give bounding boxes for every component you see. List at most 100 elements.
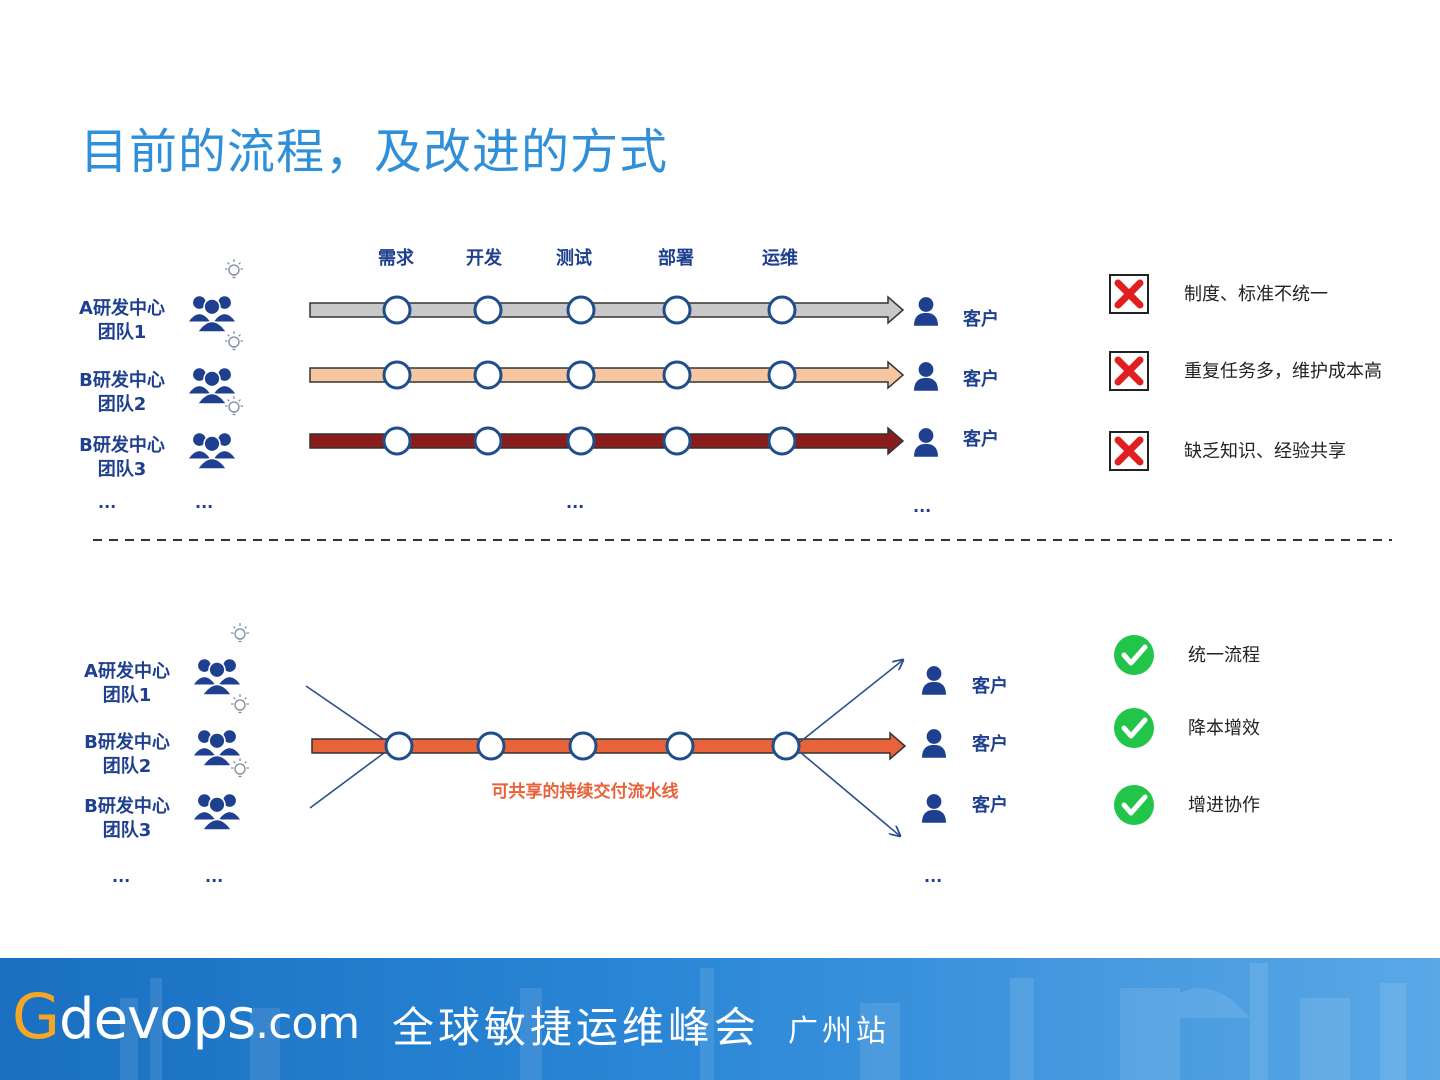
customer-label: 客户 bbox=[963, 368, 999, 390]
ellipsis: ... bbox=[112, 867, 130, 886]
shared-pipeline-label: 可共享的持续交付流水线 bbox=[492, 781, 679, 802]
lightbulb-icon bbox=[224, 395, 244, 416]
team-name-line1: B研发中心 bbox=[79, 369, 165, 391]
lightbulb-icon bbox=[224, 258, 244, 279]
customer-label: 客户 bbox=[972, 733, 1008, 755]
fanout-line-bottom bbox=[799, 751, 900, 836]
top-pipelines bbox=[309, 295, 905, 456]
lightbulb-icon bbox=[224, 330, 244, 351]
green-check-icon bbox=[1114, 635, 1154, 675]
team-name-line2: 团队1 bbox=[98, 321, 147, 343]
brand-g: G bbox=[12, 980, 60, 1053]
person-icon bbox=[914, 428, 938, 457]
team-icon bbox=[188, 295, 236, 332]
person-icon bbox=[922, 729, 946, 758]
pipeline-stage-node bbox=[665, 731, 695, 761]
footer-banner: Gdevops.com 全球敏捷运维峰会 广州站 bbox=[0, 958, 1440, 1080]
pipeline-stage-node bbox=[384, 731, 414, 761]
process-diagram: 需求开发测试部署运维 A研发中心团队1B研发中心团队2B研发中心团队3 客户客户… bbox=[79, 247, 1392, 886]
pipeline-stage-node bbox=[767, 295, 797, 325]
pipeline-stage-node bbox=[662, 426, 692, 456]
problem-text: 制度、标准不统一 bbox=[1184, 284, 1328, 305]
fanout-line-top bbox=[799, 660, 903, 743]
team-icon bbox=[188, 432, 236, 469]
team-name-line2: 团队3 bbox=[103, 819, 152, 841]
ellipsis: ... bbox=[205, 867, 223, 886]
stage-label: 部署 bbox=[658, 247, 694, 269]
pipeline-stage-node bbox=[566, 295, 596, 325]
stage-label: 需求 bbox=[378, 247, 415, 269]
shared-pipeline bbox=[311, 731, 907, 761]
team-name-line2: 团队2 bbox=[103, 755, 152, 777]
ellipsis: ... bbox=[913, 497, 931, 516]
team-icon bbox=[193, 658, 241, 695]
brand-logo: Gdevops.com bbox=[12, 980, 360, 1053]
ellipsis: ... bbox=[98, 493, 116, 512]
benefit-text: 统一流程 bbox=[1188, 645, 1260, 666]
ellipsis: ... bbox=[195, 493, 213, 512]
pipeline-stage-node bbox=[566, 426, 596, 456]
team-name-line2: 团队2 bbox=[98, 393, 147, 415]
customer-label: 客户 bbox=[972, 675, 1008, 697]
city-skyline bbox=[120, 963, 1406, 1080]
benefit-text: 增进协作 bbox=[1188, 795, 1260, 816]
ellipsis: ... bbox=[924, 867, 942, 886]
customer-label: 客户 bbox=[963, 308, 999, 330]
person-icon bbox=[922, 666, 946, 695]
person-icon bbox=[914, 297, 938, 326]
pipeline-stage-node bbox=[473, 360, 503, 390]
brand-domain: .com bbox=[255, 998, 360, 1049]
red-x-icon bbox=[1109, 274, 1149, 314]
customer-label: 客户 bbox=[972, 794, 1008, 816]
team-name-line1: B研发中心 bbox=[79, 434, 165, 456]
page-title: 目前的流程，及改进的方式 bbox=[80, 124, 669, 180]
pipeline-stage-node bbox=[767, 360, 797, 390]
stage-labels: 需求 开发 测试 部署 运维 bbox=[378, 247, 798, 269]
benefit-text: 降本增效 bbox=[1188, 718, 1260, 739]
team-name-line1: B研发中心 bbox=[84, 731, 170, 753]
team-icon bbox=[188, 367, 236, 404]
pipeline-stage-node bbox=[566, 360, 596, 390]
brand-name: devops bbox=[59, 987, 256, 1052]
team-name-line2: 团队3 bbox=[98, 458, 147, 480]
merge-line-top bbox=[305, 685, 393, 746]
lightbulb-icon bbox=[230, 757, 250, 778]
pipeline-stage-node bbox=[476, 731, 506, 761]
event-city: 广州站 bbox=[788, 1014, 890, 1049]
pipeline-stage-node bbox=[771, 731, 801, 761]
pipeline-stage-node bbox=[382, 360, 412, 390]
problem-text: 缺乏知识、经验共享 bbox=[1184, 441, 1346, 462]
person-icon bbox=[922, 794, 946, 823]
lightbulb-icon bbox=[230, 622, 250, 643]
team-name-line1: A研发中心 bbox=[84, 660, 170, 682]
team-name-line1: A研发中心 bbox=[79, 297, 165, 319]
pipeline-stage-node bbox=[473, 426, 503, 456]
customer-label: 客户 bbox=[963, 428, 999, 450]
lightbulb-icon bbox=[230, 693, 250, 714]
stage-label: 开发 bbox=[466, 247, 503, 269]
pipeline-stage-node bbox=[662, 360, 692, 390]
stage-label: 测试 bbox=[556, 247, 592, 269]
team-icon bbox=[193, 793, 241, 830]
ellipsis: ... bbox=[566, 493, 584, 512]
pipeline-stage-node bbox=[662, 295, 692, 325]
problem-text: 重复任务多，维护成本高 bbox=[1184, 361, 1382, 382]
event-name: 全球敏捷运维峰会 bbox=[392, 1003, 761, 1052]
red-x-icon bbox=[1109, 351, 1149, 391]
team-icon bbox=[193, 729, 241, 766]
person-icon bbox=[914, 362, 938, 391]
team-name-line1: B研发中心 bbox=[84, 795, 170, 817]
pipeline-stage-node bbox=[473, 295, 503, 325]
merge-line-bottom bbox=[309, 746, 393, 809]
stage-label: 运维 bbox=[762, 247, 798, 269]
pipeline-stage-node bbox=[382, 426, 412, 456]
pipeline-stage-node bbox=[767, 426, 797, 456]
green-check-icon bbox=[1114, 708, 1154, 748]
pipeline-stage-node bbox=[568, 731, 598, 761]
